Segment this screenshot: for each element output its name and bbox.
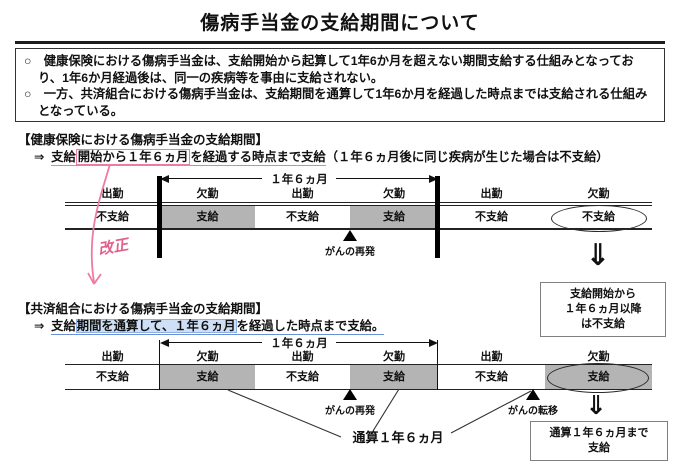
down-double-arrow-icon: ⇓	[585, 390, 607, 420]
unpaid-highlight-oval	[551, 205, 647, 232]
handwritten-revision-note: 改正	[96, 236, 130, 259]
duration-label: １年６ヵ月	[160, 336, 438, 351]
payment-cell: 不支給	[96, 371, 129, 383]
attendance-cell: 出勤	[291, 188, 314, 200]
event-marker-triangle	[526, 389, 540, 400]
section2-lead-highlighted-text: 期間を通算して、１年６ヵ月	[75, 319, 237, 333]
section2-heading: 【共済組合における傷病手当金の支給期間】	[18, 302, 269, 316]
title-underline-rule	[15, 41, 665, 44]
section1-heading: 【健康保険における傷病手当金の支給期間】	[18, 133, 269, 147]
total-duration-label: 通算１年６ヵ月	[352, 430, 444, 445]
paid-highlight-oval	[547, 363, 649, 393]
summary-box: ○ 健康保険における傷病手当金は、支給開始から起算して1年6か月を超えない期間支…	[15, 48, 665, 122]
span-arrow-right-head	[429, 339, 438, 347]
page-title: 傷病手当金の支給期間について	[200, 13, 480, 34]
section1-lead-marker: ⇒	[34, 150, 45, 164]
section2-lead-marker: ⇒	[34, 319, 45, 333]
attendance-cell: 欠勤	[383, 188, 405, 200]
attendance-cell: 欠勤	[196, 188, 219, 200]
duration-span-arrow: １年６ヵ月	[160, 172, 438, 186]
section2-lead: ⇒ 支給期間を通算して、１年６ヵ月を経過した時点まで支給。	[34, 316, 385, 335]
attendance-row: 出勤 欠勤 出勤 欠勤 出勤 欠勤	[65, 350, 652, 365]
event-marker-triangle	[343, 389, 357, 400]
attendance-cell: 欠勤	[587, 188, 610, 200]
span-arrow-left-head	[160, 339, 169, 347]
attendance-cell: 出勤	[101, 351, 124, 363]
payment-cell: 不支給	[475, 211, 508, 223]
attendance-cell: 欠勤	[587, 351, 610, 363]
payment-cell-paid: 支給	[350, 206, 438, 228]
span-arrow-left-head	[160, 175, 169, 183]
attendance-cell: 出勤	[291, 351, 314, 363]
event-label: がんの再発	[325, 406, 375, 417]
payment-cell: 不支給	[286, 211, 319, 223]
section1-lead-boxed-text: 開始から１年６ヵ月	[75, 149, 191, 165]
duration-span-arrow: １年６ヵ月	[160, 336, 438, 350]
summary-bullet-1: ○ 健康保険における傷病手当金は、支給開始から起算して1年6か月を超えない期間支…	[24, 54, 634, 85]
section2-lead-phrase: 支給期間を通算して、１年６ヵ月を経過した時点まで支給。	[51, 319, 385, 335]
attendance-cell: 欠勤	[383, 351, 405, 363]
attendance-cell: 欠勤	[196, 351, 219, 363]
section1-lead: ⇒ 支給開始から１年６ヵ月を経過する時点まで支給（１年６ヵ月後に同じ疾病が生じた…	[34, 147, 609, 166]
period-start-bar	[157, 176, 162, 258]
duration-label: １年６ヵ月	[160, 172, 438, 187]
payment-cell-paid: 支給	[160, 365, 255, 389]
payment-cell: 不支給	[286, 371, 319, 383]
summary-bullet-2: ○ 一方、共済組合における傷病手当金は、支給期間を通算して1年6か月を経過した時…	[24, 87, 648, 118]
event-label: がんの転移	[508, 406, 558, 417]
attendance-cell: 出勤	[101, 188, 124, 200]
down-double-arrow-icon: ⇓	[585, 239, 611, 272]
payment-cell: 不支給	[96, 211, 129, 223]
payment-cell-paid: 支給	[160, 206, 255, 228]
revision-arrow-head	[87, 272, 102, 285]
section2-result-box: 通算１年６ヵ月まで 支給	[530, 421, 668, 461]
period-end-line	[437, 340, 439, 390]
period-end-bar	[435, 176, 440, 258]
payment-cell: 不支給	[475, 371, 508, 383]
period-start-line	[159, 340, 161, 390]
attendance-row: 出勤 欠勤 出勤 欠勤 出勤 欠勤	[65, 186, 652, 203]
event-label: がんの再発	[325, 247, 375, 258]
payment-cell-paid: 支給	[350, 365, 438, 389]
event-marker-triangle	[343, 230, 357, 241]
section1-result-box: 支給開始から １年６ヵ月以降 は不支給	[540, 282, 666, 337]
attendance-cell: 出勤	[480, 351, 503, 363]
timeline-table-mutual-aid: １年６ヵ月 出勤 欠勤 出勤 欠勤 出勤 欠勤 不支給 支給 不支給 支給 不支…	[65, 336, 652, 417]
attendance-cell: 出勤	[480, 188, 503, 200]
section1-lead-phrase: 支給開始から１年６ヵ月を経過する時点まで支給	[51, 149, 326, 166]
section1-lead-note: （１年６ヵ月後に同じ疾病が生じた場合は不支給）	[325, 150, 609, 164]
timeline-table-health-insurance: １年６ヵ月 出勤 欠勤 出勤 欠勤 出勤 欠勤 不支給 支給 不支給 支給 不支…	[65, 172, 652, 258]
span-arrow-right-head	[429, 175, 438, 183]
